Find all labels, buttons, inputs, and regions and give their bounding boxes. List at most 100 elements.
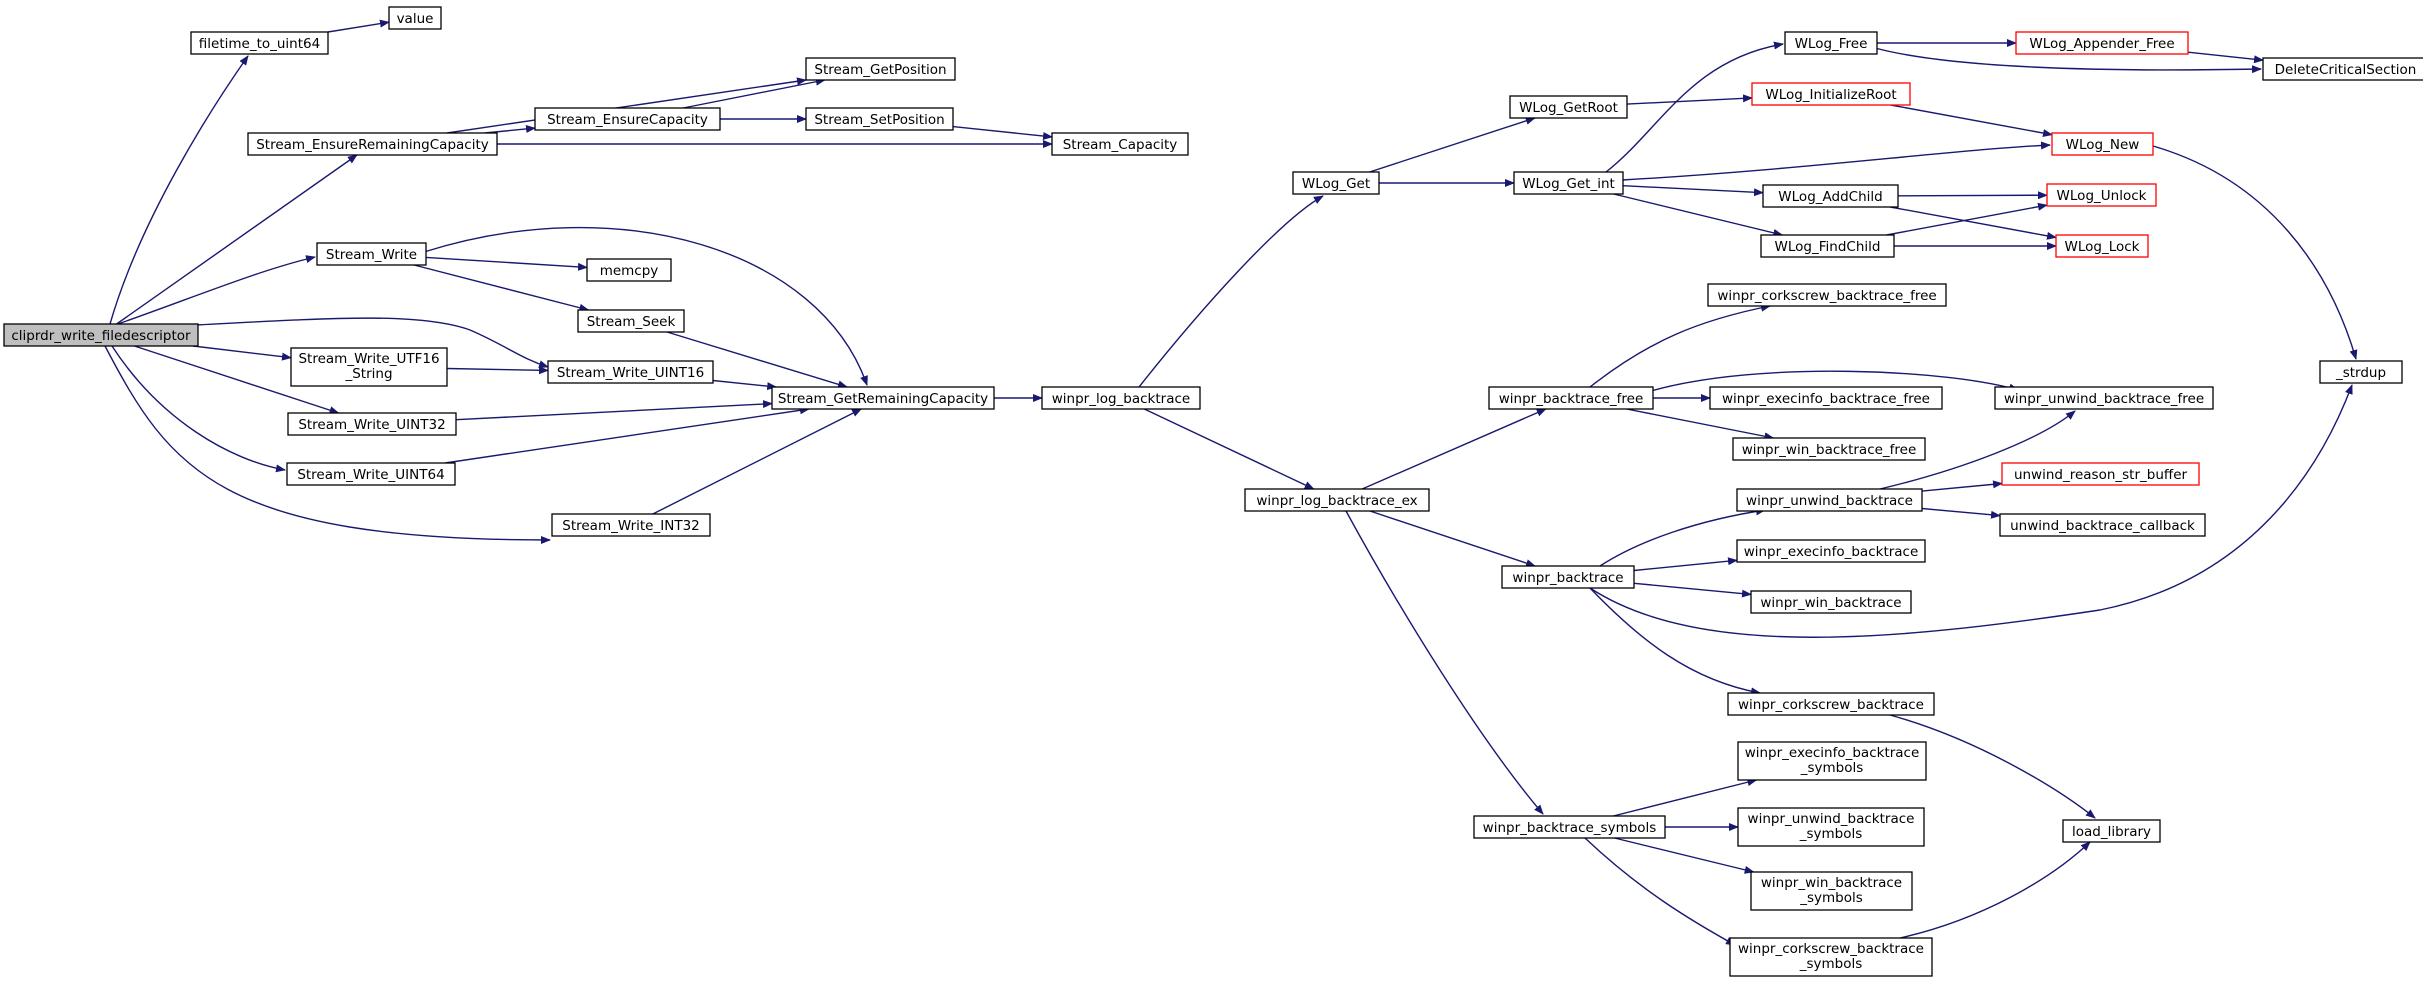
node-Stream_Write_UINT64[interactable]: Stream_Write_UINT64 (286, 462, 456, 486)
node-winpr_win_backtrace_free[interactable]: winpr_win_backtrace_free (1732, 437, 1926, 461)
edge-winpr_backtrace-to-winpr_corkscrew_backtrace (1589, 587, 1761, 696)
edge-WLog_Get_int-to-WLog_New (1621, 141, 2051, 181)
node-box (1292, 171, 1380, 195)
node-Stream_EnsureRemainingCapacity[interactable]: Stream_EnsureRemainingCapacity (247, 132, 498, 156)
edge-WLog_New-to-_strdup (2152, 145, 2358, 360)
edge-winpr_log_backtrace-to-WLog_Get (1138, 195, 1324, 388)
node-box (388, 6, 442, 30)
node-label: memcpy (600, 263, 659, 279)
node-winpr_unwind_backtrace[interactable]: winpr_unwind_backtrace (1736, 488, 1923, 512)
edge-cliprdr_write_filedescriptor-to-Stream_Write (117, 255, 316, 325)
node-Stream_Write_UINT32[interactable]: Stream_Write_UINT32 (287, 412, 457, 436)
node-WLog_Get_int[interactable]: WLog_Get_int (1513, 171, 1624, 195)
node-box (2051, 132, 2154, 156)
edge-winpr_log_backtrace_ex-to-winpr_backtrace_symbols (1345, 510, 1544, 815)
node-box (1760, 234, 1895, 258)
node-box (771, 386, 995, 410)
node-unwind_backtrace_callback[interactable]: unwind_backtrace_callback (1999, 513, 2206, 537)
node-label: WLog_GetRoot (1519, 100, 1618, 116)
node-label: unwind_reason_str_buffer (2014, 467, 2188, 483)
edge-winpr_backtrace_free-to-winpr_corkscrew_backtrace_free (1589, 303, 1771, 388)
node-Stream_Write_INT32[interactable]: Stream_Write_INT32 (551, 513, 711, 537)
node-box (1762, 184, 1899, 208)
node-WLog_Lock[interactable]: WLog_Lock (2055, 234, 2149, 258)
node-box (2046, 183, 2157, 207)
node-box (1513, 171, 1624, 195)
node-WLog_FindChild[interactable]: WLog_FindChild (1760, 234, 1895, 258)
node-box (1736, 488, 1923, 512)
node-box (2055, 234, 2149, 258)
node-DeleteCriticalSection[interactable]: DeleteCriticalSection (2262, 57, 2423, 81)
node-Stream_GetRemainingCapacity[interactable]: Stream_GetRemainingCapacity (771, 386, 995, 410)
node-Stream_Write_UINT16[interactable]: Stream_Write_UINT16 (547, 360, 714, 384)
node-WLog_New[interactable]: WLog_New (2051, 132, 2154, 156)
node-WLog_InitializeRoot[interactable]: WLog_InitializeRoot (1751, 82, 1911, 106)
node-winpr_execinfo_backtrace_symbols[interactable]: winpr_execinfo_backtrace_symbols (1737, 741, 1927, 781)
node-Stream_Write[interactable]: Stream_Write (316, 242, 427, 266)
edge-Stream_Write_INT32-to-Stream_GetRemainingCapacity (652, 408, 863, 515)
node-memcpy[interactable]: memcpy (586, 258, 672, 282)
node-winpr_unwind_backtrace_symbols[interactable]: winpr_unwind_backtrace_symbols (1737, 807, 1925, 847)
node-label: load_library (2072, 824, 2151, 840)
node-WLog_Appender_Free[interactable]: WLog_Appender_Free (2015, 31, 2189, 55)
node-box (1994, 386, 2214, 410)
node-Stream_Capacity[interactable]: Stream_Capacity (1051, 132, 1189, 156)
edge-winpr_backtrace-to-winpr_execinfo_backtrace (1633, 557, 1738, 572)
node-Stream_Seek[interactable]: Stream_Seek (577, 309, 685, 333)
node-WLog_GetRoot[interactable]: WLog_GetRoot (1509, 95, 1628, 119)
edge-cliprdr_write_filedescriptor-to-Stream_Write_UINT64 (111, 345, 286, 473)
node-_strdup[interactable]: _strdup (2319, 360, 2403, 384)
node-unwind_reason_str_buffer[interactable]: unwind_reason_str_buffer (2001, 462, 2200, 486)
edge-WLog_InitializeRoot-to-WLog_New (1890, 104, 2053, 138)
node-winpr_backtrace_free[interactable]: winpr_backtrace_free (1488, 386, 1654, 410)
node-label: WLog_Get_int (1522, 176, 1615, 192)
node-WLog_Unlock[interactable]: WLog_Unlock (2046, 183, 2157, 207)
node-Stream_SetPosition[interactable]: Stream_SetPosition (805, 107, 954, 131)
node-label: winpr_backtrace (1512, 570, 1623, 586)
node-winpr_execinfo_backtrace_free[interactable]: winpr_execinfo_backtrace_free (1709, 386, 1943, 410)
node-label: _symbols (1799, 826, 1863, 842)
node-label: winpr_log_backtrace (1052, 391, 1190, 407)
node-filetime_to_uint64[interactable]: filetime_to_uint64 (190, 31, 329, 55)
node-Stream_EnsureCapacity[interactable]: Stream_EnsureCapacity (534, 107, 721, 131)
node-winpr_win_backtrace_symbols[interactable]: winpr_win_backtrace_symbols (1750, 871, 1913, 911)
node-WLog_AddChild[interactable]: WLog_AddChild (1762, 184, 1899, 208)
node-box (1707, 283, 1947, 307)
node-winpr_log_backtrace_ex[interactable]: winpr_log_backtrace_ex (1244, 488, 1430, 512)
node-label: DeleteCriticalSection (2275, 62, 2417, 78)
node-Stream_GetPosition[interactable]: Stream_GetPosition (805, 57, 956, 81)
node-winpr_corkscrew_backtrace[interactable]: winpr_corkscrew_backtrace (1727, 692, 1935, 716)
node-box (1473, 815, 1666, 839)
node-winpr_win_backtrace[interactable]: winpr_win_backtrace (1750, 590, 1912, 614)
node-winpr_unwind_backtrace_free[interactable]: winpr_unwind_backtrace_free (1994, 386, 2214, 410)
node-cliprdr_write_filedescriptor[interactable]: cliprdr_write_filedescriptor (3, 323, 199, 347)
node-label: WLog_FindChild (1775, 239, 1881, 255)
node-winpr_corkscrew_backtrace_free[interactable]: winpr_corkscrew_backtrace_free (1707, 283, 1947, 307)
node-label: winpr_unwind_backtrace_free (2004, 391, 2204, 407)
node-box (1709, 386, 1943, 410)
node-winpr_log_backtrace[interactable]: winpr_log_backtrace (1041, 386, 1201, 410)
node-WLog_Free[interactable]: WLog_Free (1784, 31, 1878, 55)
node-winpr_corkscrew_backtrace_symbols[interactable]: winpr_corkscrew_backtrace_symbols (1729, 937, 1933, 977)
node-box (1488, 386, 1654, 410)
node-box (290, 347, 448, 387)
node-label: Stream_Seek (587, 314, 676, 330)
node-label: _symbols (1799, 890, 1863, 906)
node-label: Stream_Write_UINT64 (297, 467, 444, 483)
node-label: winpr_corkscrew_backtrace (1738, 941, 1924, 957)
node-label: winpr_log_backtrace_ex (1256, 493, 1417, 509)
node-box (287, 412, 457, 436)
node-winpr_backtrace[interactable]: winpr_backtrace (1501, 565, 1635, 589)
node-load_library[interactable]: load_library (2062, 819, 2161, 843)
edge-winpr_backtrace_symbols-to-winpr_win_backtrace_symbols (1614, 837, 1755, 874)
edge-WLog_Get-to-WLog_GetRoot (1369, 116, 1536, 173)
node-WLog_Get[interactable]: WLog_Get (1292, 171, 1380, 195)
node-Stream_Write_UTF16_String[interactable]: Stream_Write_UTF16_String (290, 347, 448, 387)
node-box (534, 107, 721, 131)
node-value[interactable]: value (388, 6, 442, 30)
node-winpr_execinfo_backtrace[interactable]: winpr_execinfo_backtrace (1736, 539, 1926, 563)
edge-winpr_unwind_backtrace-to-unwind_reason_str_buffer (1921, 480, 2003, 492)
node-winpr_backtrace_symbols[interactable]: winpr_backtrace_symbols (1473, 815, 1666, 839)
node-label: value (397, 11, 434, 27)
